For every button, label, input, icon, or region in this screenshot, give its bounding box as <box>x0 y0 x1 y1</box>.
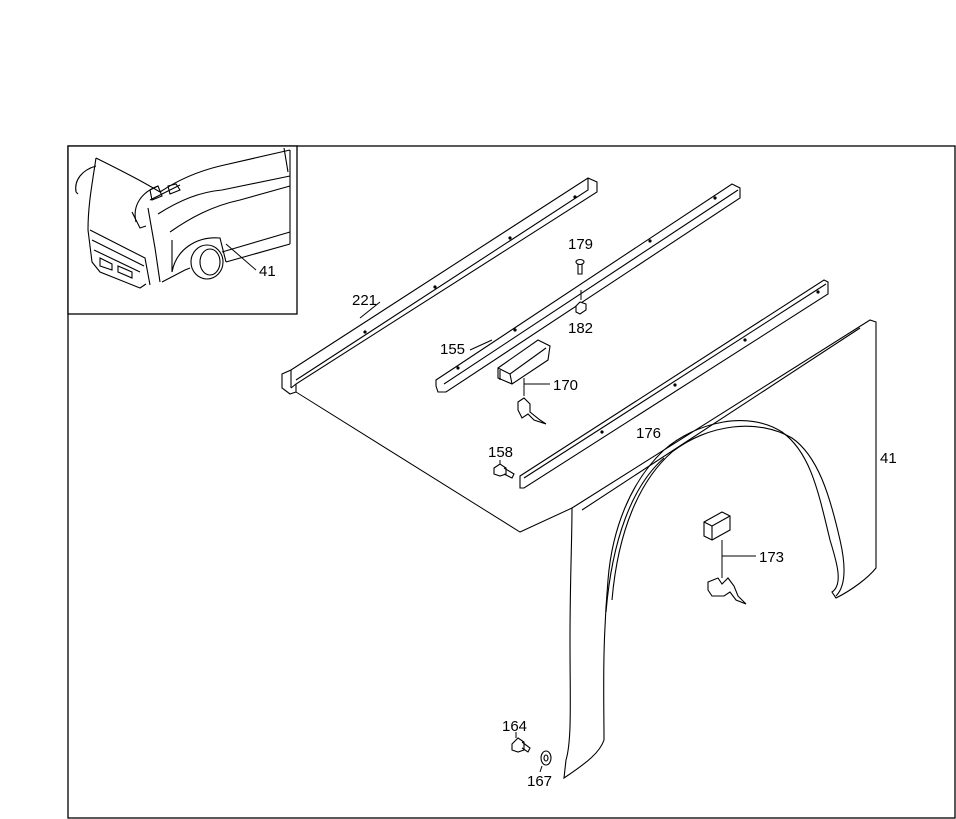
part-221-rail <box>281 177 598 395</box>
diagram-frame <box>67 145 956 819</box>
bus-overview-inset <box>67 145 298 315</box>
part-176-strip <box>519 279 829 489</box>
part-164-bolt <box>511 737 531 753</box>
callout-176: 176 <box>636 425 661 442</box>
callout-164: 164 <box>502 718 527 735</box>
part-173-clip <box>703 511 747 605</box>
part-182-nut <box>575 301 587 315</box>
callout-170: 170 <box>553 377 578 394</box>
callout-41: 41 <box>880 450 897 467</box>
part-170-clip <box>497 339 551 425</box>
part-167-washer <box>540 750 552 766</box>
callout-221: 221 <box>352 292 377 309</box>
callout-173: 173 <box>759 549 784 566</box>
part-179-screw <box>575 258 585 275</box>
callout-179: 179 <box>568 236 593 253</box>
callout-182: 182 <box>568 320 593 337</box>
assembly-connector <box>295 391 573 533</box>
part-41-fender <box>563 319 877 780</box>
part-155-rail <box>435 183 741 393</box>
callout-167: 167 <box>527 773 552 790</box>
part-158-screw <box>493 463 515 479</box>
callout-158: 158 <box>488 444 513 461</box>
callout-155: 155 <box>440 341 465 358</box>
callout-inset-41: 41 <box>259 263 276 280</box>
